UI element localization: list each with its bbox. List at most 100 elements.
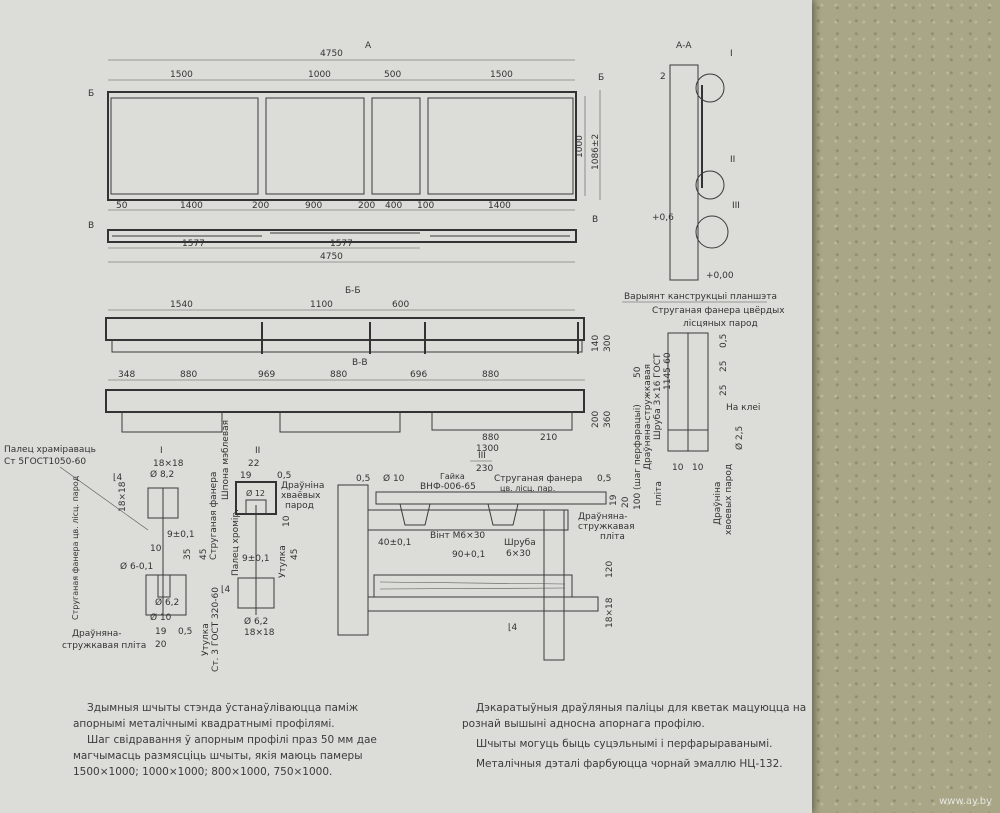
label: Драўніна <box>281 481 324 491</box>
detail-i: I 18×18 Ø 8,2 ⌊4 18×18 Палец храміраваць… <box>4 445 221 672</box>
technical-drawing: 4750 А 1500 1000 500 1500 Б Б 50 1400 20… <box>4 41 785 672</box>
dim: 18×18 <box>605 597 615 628</box>
dim: 18×18 <box>153 459 184 469</box>
dim: 1100 <box>310 300 333 310</box>
dim: 360 <box>603 411 613 428</box>
label: Ст 5ГОСТ1050-60 <box>4 457 86 467</box>
label: 6×30 <box>506 549 531 559</box>
weld-mark: ⌊4 <box>508 622 518 633</box>
dim: 19 <box>240 471 252 481</box>
label: Струганая фанера <box>494 474 582 484</box>
dim: 696 <box>410 370 427 380</box>
dim: 1300 <box>476 444 499 454</box>
dim: Ø 8,2 <box>150 469 174 480</box>
dim: 1500 <box>170 70 193 80</box>
label: Вінт М6×30 <box>430 531 485 541</box>
dim: 45 <box>199 549 209 560</box>
detail-title: Варыянт канструкцыі планшэта <box>624 292 777 302</box>
weld-mark: ⌊4 <box>113 472 123 483</box>
dim: 880 <box>482 433 499 443</box>
dim: 1540 <box>170 300 193 310</box>
dim: 19 <box>609 494 619 506</box>
caption-paragraph: Металічныя дэталі фарбуюцца чорнай эмалл… <box>476 758 783 770</box>
level-mark: +0,00 <box>706 271 734 281</box>
callout: II <box>730 155 735 165</box>
level-mark: +0,6 <box>652 213 674 223</box>
dim: 4750 <box>320 252 343 262</box>
label: Струганая фанера цв. лісц. парод <box>71 475 80 620</box>
dim: 400 <box>385 201 402 211</box>
dim: Ø 2,5 <box>734 426 745 450</box>
dim: 600 <box>392 300 409 310</box>
dim: 10 <box>692 463 704 473</box>
dim: Ø 10 <box>383 473 405 484</box>
detail-title: III <box>478 451 486 461</box>
dim: Ø 6,2 <box>244 616 268 627</box>
dim: 880 <box>330 370 347 380</box>
label: Драўняна- <box>72 629 122 639</box>
dim: 18×18 <box>244 628 275 638</box>
label: Ст. 3 ГОСТ 320-60 <box>211 587 221 672</box>
label: пліта <box>600 532 625 542</box>
dim: 200 <box>358 201 375 211</box>
section-mark-v: В <box>592 215 598 225</box>
dim: 1577 <box>182 239 205 249</box>
label: Шпона мэблевая <box>221 420 231 500</box>
dim: 200 <box>591 411 601 428</box>
label: Палец храміраваць <box>4 445 96 455</box>
label: Драўніна <box>713 482 723 525</box>
watermark: www.ay.by <box>939 796 992 807</box>
dim: 100 <box>417 201 434 211</box>
section-mark-b: Б <box>598 73 604 83</box>
label: 1145-60 <box>663 352 673 390</box>
book-page: 4750 А 1500 1000 500 1500 Б Б 50 1400 20… <box>0 0 812 813</box>
dim: 2 <box>660 72 666 82</box>
dim: Ø 10 <box>150 612 172 623</box>
dim: 10 <box>282 515 292 527</box>
section-title: Б-Б <box>345 286 361 296</box>
label: Палец хромір. <box>231 509 241 576</box>
detail-title: II <box>255 446 260 456</box>
dim: 50 <box>116 201 128 211</box>
label: Утулка <box>278 545 288 578</box>
dim: Ø 6-0,1 <box>120 561 153 572</box>
dim: 1400 <box>180 201 203 211</box>
detail-iii: III 230 0,5 Ø 10 Гайка ВНФ-006-65 Струга… <box>337 451 635 661</box>
section-title: А-А <box>676 41 692 51</box>
dim: 25 <box>719 361 729 372</box>
caption-left: Здымныя шчыты стэнда ўстанаўліваюцца пам… <box>73 700 403 780</box>
label: Гайка <box>440 472 465 481</box>
caption-right: Дэкаратыўныя драўляныя паліцы для кветак… <box>462 700 807 772</box>
caption-paragraph: Здымныя шчыты стэнда ўстанаўліваюцца пам… <box>73 702 359 730</box>
callout: III <box>732 201 740 211</box>
dim: 1400 <box>488 201 511 211</box>
label: Драўняна- <box>578 512 628 522</box>
callout: I <box>730 49 733 59</box>
section-title: В-В <box>352 358 368 368</box>
section-mark-v: В <box>88 221 94 231</box>
dim: 18×18 <box>118 481 128 512</box>
dim: 50 <box>633 366 643 378</box>
section-mark-a: А <box>365 41 372 51</box>
label: хваёвых <box>281 491 321 501</box>
dim: 10 <box>672 463 684 473</box>
detail-ii: II 22 19 0,5 Ø 12 Драўніна хваёвых парод… <box>209 420 324 638</box>
caption-paragraph: Шаг свідравання ў апорным профілі праз 5… <box>73 734 377 778</box>
dim: 500 <box>384 70 401 80</box>
dim: 0,5 <box>356 474 370 484</box>
dim: Ø 6,2 <box>155 597 179 608</box>
detail-title: I <box>160 446 163 456</box>
label: стружкавая пліта <box>62 641 146 651</box>
dim: 230 <box>476 464 493 474</box>
plan-view: В В 1577 1577 4750 <box>88 215 598 263</box>
dim: 35 <box>183 549 193 560</box>
caption-paragraph: Шчыты могуць быць суцэльнымі і перфарыра… <box>476 738 773 750</box>
weld-mark: ⌊4 <box>221 584 231 595</box>
section-v-v: В-В 348 880 969 880 696 880 200 360 880 … <box>105 358 613 454</box>
section-b-b: Б-Б 1540 1100 600 140 300 <box>105 286 613 354</box>
dim: 0,5 <box>178 627 192 637</box>
dim: 20 <box>155 640 167 650</box>
label: Шруба 3×16 ГОСТ <box>653 353 663 440</box>
dim: 969 <box>258 370 275 380</box>
dim: 348 <box>118 370 135 380</box>
